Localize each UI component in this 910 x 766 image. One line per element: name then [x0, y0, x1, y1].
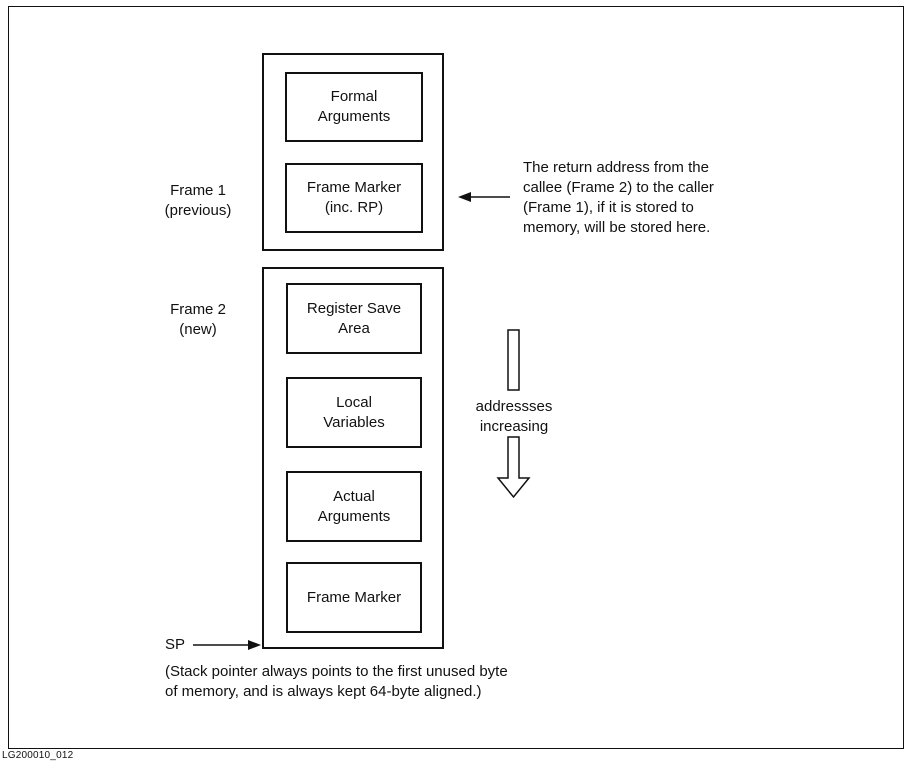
frame2-label: Frame 2 (new) — [170, 301, 226, 338]
sp-label: SP — [165, 636, 186, 653]
figure-border — [8, 6, 904, 749]
formal-arguments-box: Formal Arguments — [285, 72, 423, 142]
frame2-outer-box — [262, 267, 444, 649]
return-address-note: The return address from the callee (Fram… — [523, 159, 714, 236]
addresses-increasing-arrow-icon — [496, 329, 531, 499]
figure-id: LG200010_012 — [2, 750, 74, 761]
frame1-label: Frame 1 (previous) — [164, 182, 232, 219]
addresses-increasing-label: addressses increasing — [475, 398, 553, 435]
stack-pointer-note: (Stack pointer always points to the firs… — [165, 663, 508, 700]
return-address-arrow — [458, 192, 510, 202]
local-variables-box: Local Variables — [286, 377, 422, 448]
register-save-area-box: Register Save Area — [286, 283, 422, 354]
sp-arrow — [193, 640, 261, 650]
actual-arguments-box: Actual Arguments — [286, 471, 422, 542]
frame1-outer-box — [262, 53, 444, 251]
frame-marker-box: Frame Marker — [286, 562, 422, 633]
frame-marker-rp-box: Frame Marker (inc. RP) — [285, 163, 423, 233]
